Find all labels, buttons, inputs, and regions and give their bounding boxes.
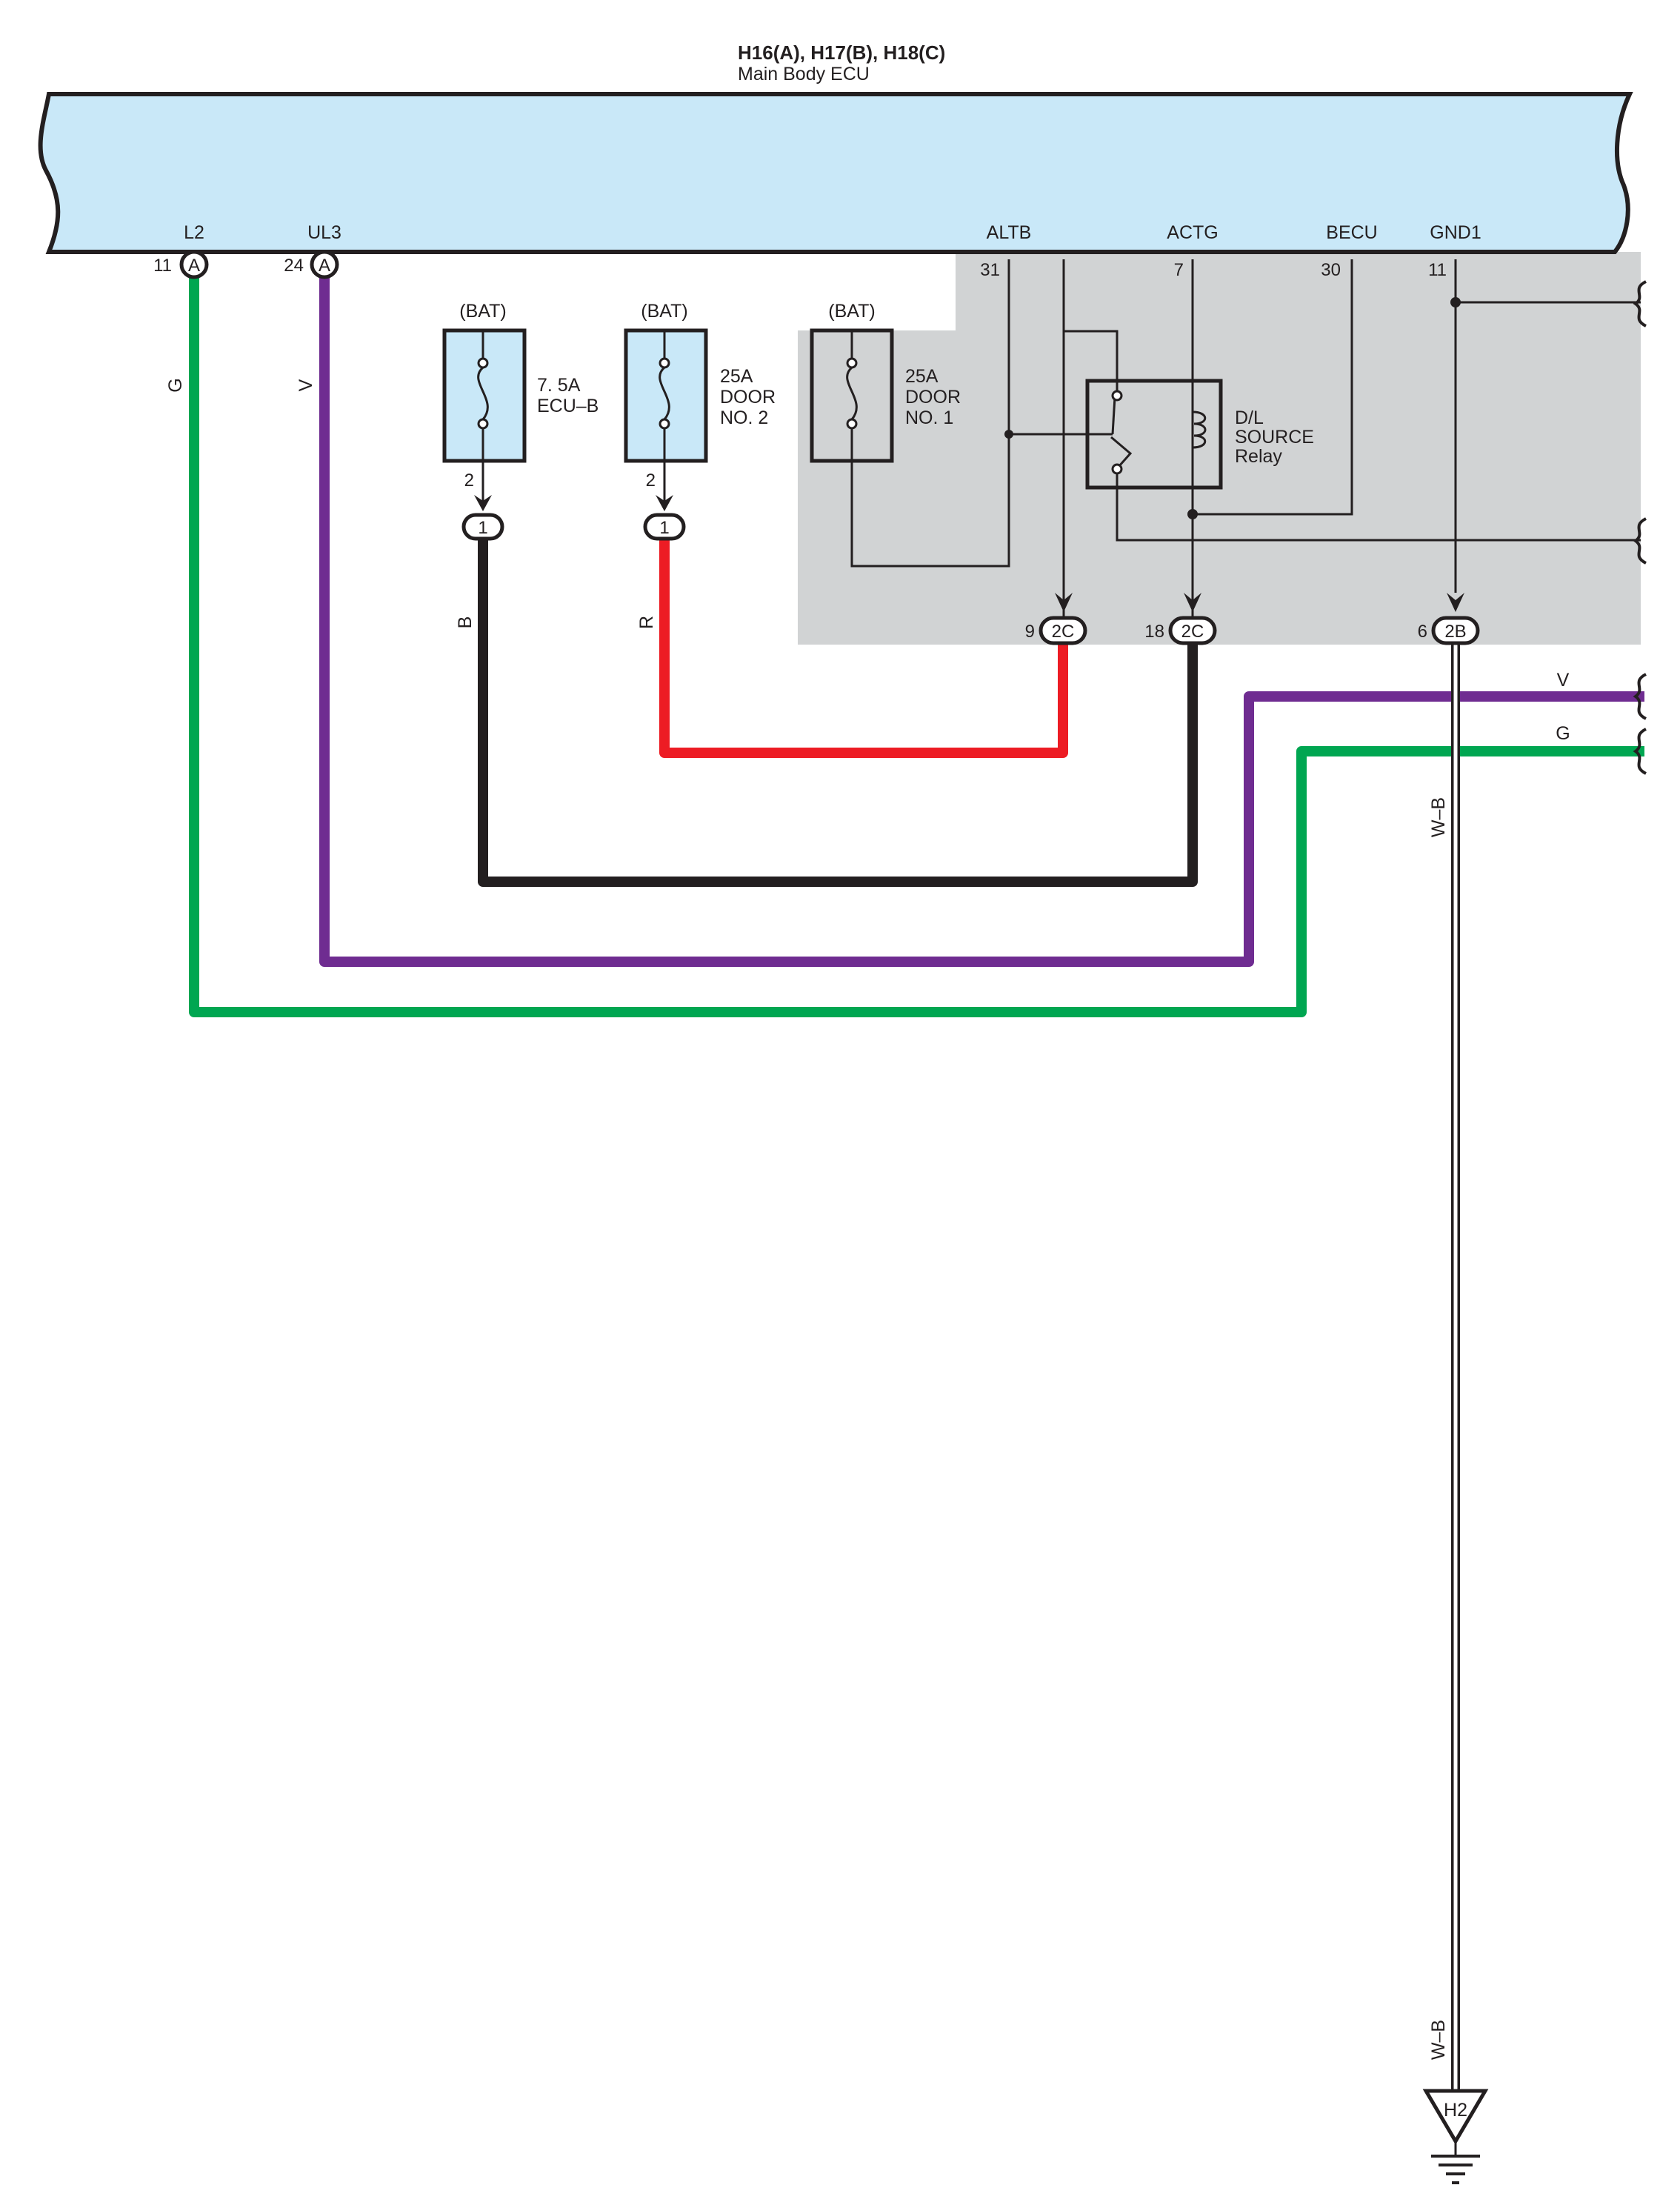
connector-l2-a: A (179, 250, 209, 279)
ecu-body (38, 92, 1633, 254)
connector-9-arrow (1055, 593, 1073, 612)
svg-text:1: 1 (659, 518, 669, 538)
fuse-icon (846, 259, 1010, 568)
relay-label-3: Relay (1235, 446, 1282, 467)
fuse-door2-rating: 25A (720, 366, 753, 387)
wire-label-v: V (296, 379, 316, 391)
terminal-altb: ALTB (987, 222, 1032, 243)
wire-label-wb-top: W–B (1428, 797, 1449, 837)
terminal-l2: L2 (184, 222, 204, 243)
connector-9-pin: 9 (1025, 622, 1035, 642)
wire-black-b (478, 533, 1198, 887)
connector-ul3-a: A (310, 250, 339, 279)
wire-label-g: G (165, 378, 186, 392)
svg-text:2C: 2C (1052, 622, 1075, 642)
ground-label: H2 (1444, 2100, 1467, 2121)
wire-label-wb-bottom: W–B (1428, 2020, 1449, 2060)
wire-break-icon (1633, 280, 1647, 775)
relay-label-1: D/L (1235, 408, 1264, 428)
fuse-door2-arrow (656, 495, 673, 511)
terminal-gnd1: GND1 (1430, 222, 1481, 243)
pin-altb: 31 (980, 260, 1000, 280)
svg-text:2B: 2B (1444, 622, 1466, 642)
fuse-icon (477, 330, 489, 508)
fuse-door2-name-1: DOOR (720, 387, 776, 408)
wire-label-g-right: G (1556, 723, 1570, 744)
ecu-title: H16(A), H17(B), H18(C) (738, 41, 945, 64)
fuse-door2-source: (BAT) (641, 301, 687, 322)
fuse-door2-pin: 2 (646, 470, 656, 490)
relay-icon (1004, 259, 1641, 634)
terminal-ul3: UL3 (307, 222, 341, 243)
fuse-door1-rating: 25A (905, 366, 939, 387)
connector-18-pin: 18 (1144, 622, 1164, 642)
fuse-door1-name-2: NO. 1 (905, 408, 953, 428)
fuse-door1-source: (BAT) (828, 301, 875, 322)
connector-18-2c: 2C (1168, 616, 1217, 645)
wire-red-r (659, 533, 1068, 758)
pin-gnd1: 11 (1428, 260, 1447, 280)
fuse-ecu-b-name: ECU–B (537, 396, 599, 416)
pin-l2: 11 (153, 256, 172, 276)
junction-door2: 1 (643, 513, 686, 541)
pin-actg: 7 (1174, 260, 1184, 280)
wire-label-b: B (455, 616, 476, 629)
fuse-ecu-b-arrow (474, 495, 492, 511)
wire-violet-ul3 (319, 273, 1644, 967)
junction-ecu-b: 1 (461, 513, 504, 541)
fuse-door2-name-2: NO. 2 (720, 408, 768, 428)
fuse-ecu-b-rating: 7. 5A (537, 375, 581, 396)
connector-6-pin: 6 (1418, 622, 1427, 642)
terminal-becu: BECU (1326, 222, 1377, 243)
connector-6-arrow (1447, 593, 1464, 612)
wire-label-r: R (636, 616, 657, 629)
svg-text:1: 1 (478, 518, 487, 538)
connector-18-arrow (1184, 593, 1201, 612)
fuse-ecu-b-pin: 2 (464, 470, 474, 490)
ecu-subtitle: Main Body ECU (738, 64, 870, 84)
wire-green-l2 (189, 273, 1644, 1017)
terminal-actg: ACTG (1167, 222, 1218, 243)
fuse-door1-name-1: DOOR (905, 387, 961, 408)
svg-text:A: A (319, 256, 330, 276)
connector-9-2c: 2C (1039, 616, 1087, 645)
ground-icon (1422, 2089, 1489, 2184)
wire-label-v-right: V (1557, 670, 1570, 691)
connector-6-2b: 2B (1431, 616, 1480, 645)
relay-label-2: SOURCE (1235, 427, 1314, 448)
pin-becu: 30 (1321, 260, 1341, 280)
pin-ul3: 24 (284, 256, 304, 276)
fuse-icon (659, 330, 670, 508)
fuse-ecu-b-source: (BAT) (459, 301, 506, 322)
svg-text:A: A (188, 256, 200, 276)
svg-text:2C: 2C (1181, 622, 1204, 642)
